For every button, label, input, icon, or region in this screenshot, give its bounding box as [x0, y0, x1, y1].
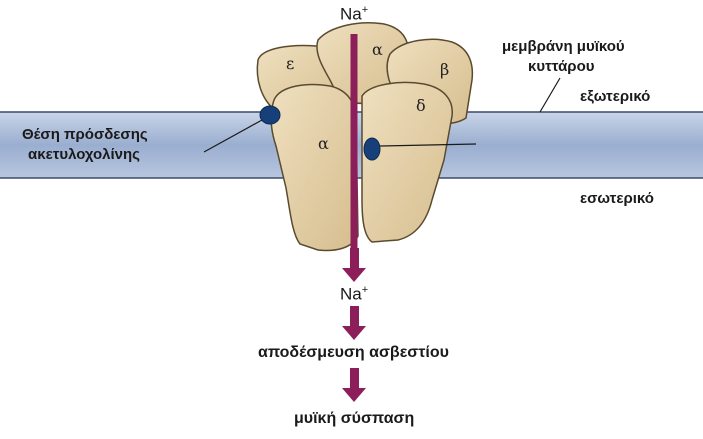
outside-label: εξωτερικό — [580, 88, 650, 105]
flow-arrow-1-head — [342, 268, 366, 282]
flow-arrow-3-shaft — [350, 368, 359, 390]
ion-charge-mid: + — [362, 284, 368, 296]
subunit-label-delta: δ — [416, 96, 426, 115]
subunit-alpha-front — [271, 85, 358, 251]
binding-site-label-line1: Θέση πρόσδεσης — [22, 126, 148, 143]
subunit-label-epsilon: ε — [286, 54, 294, 73]
ion-symbol-mid: Na — [340, 285, 362, 304]
step-muscle-contraction: μυϊκή σύσπαση — [294, 410, 414, 428]
subunit-label-alpha-back: α — [372, 40, 383, 59]
subunit-label-alpha-front: α — [318, 134, 329, 153]
ion-label-top: Na+ — [340, 4, 368, 25]
flow-arrow-2-head — [342, 326, 366, 340]
membrane-label-line1: μεμβράνη μυϊκού — [502, 38, 625, 55]
binding-site-right — [364, 138, 380, 160]
subunit-delta — [362, 83, 452, 243]
subunit-label-beta: β — [440, 60, 449, 79]
flow-arrow-2-shaft — [350, 306, 359, 328]
membrane-label-line2: κυττάρου — [528, 58, 594, 75]
binding-site-left — [260, 106, 280, 124]
flow-arrow-1-shaft — [350, 248, 359, 270]
ion-symbol-top: Na — [340, 5, 362, 24]
flow-arrow-3-head — [342, 388, 366, 402]
step-calcium-release: αποδέσμευση ασβεστίου — [258, 344, 449, 362]
ion-label-mid: Na+ — [340, 284, 368, 305]
inside-label: εσωτερικό — [580, 190, 654, 207]
ion-charge-top: + — [362, 4, 368, 16]
binding-site-label-line2: ακετυλοχολίνης — [28, 146, 140, 163]
membrane-leader — [540, 78, 560, 112]
